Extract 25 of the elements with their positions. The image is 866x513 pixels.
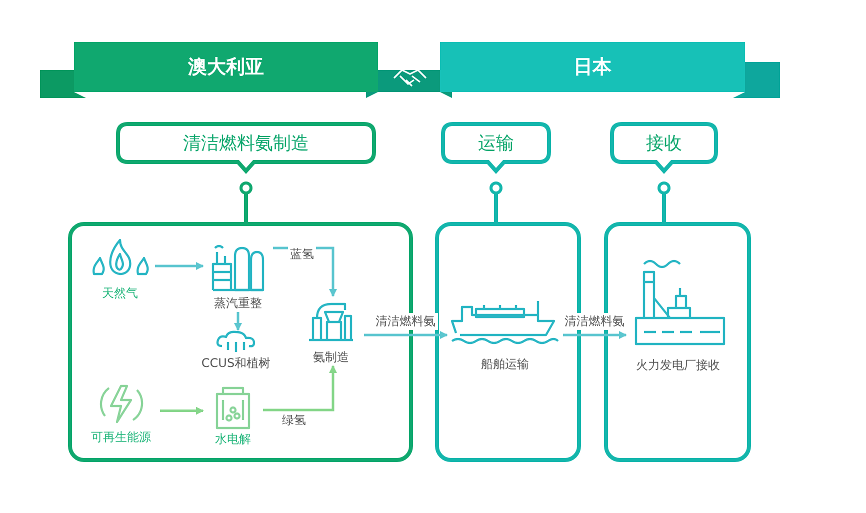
arrow <box>160 406 204 415</box>
stage-header: 清洁燃料氨制造 <box>116 122 376 172</box>
stage-header: 接收 <box>610 122 718 172</box>
arrow <box>234 312 242 331</box>
stage-panel <box>68 222 413 462</box>
step-label: 船舶运输 <box>480 356 530 373</box>
country-banner: 澳大利亚 <box>74 42 378 92</box>
step-label: 可再生能源 <box>90 429 152 446</box>
stage-header: 运输 <box>441 122 551 172</box>
edge-label: 清洁燃料氨 <box>374 313 438 330</box>
pin-connector <box>658 182 670 222</box>
step-label: 火力发电厂接收 <box>635 357 721 374</box>
edge-label: 清洁燃料氨 <box>562 313 626 330</box>
step-label: 水电解 <box>214 431 252 448</box>
country-banner: 日本 <box>440 42 745 92</box>
step-label: 氨制造 <box>312 349 350 366</box>
step-label: CCUS和植树 <box>200 355 272 372</box>
pin-connector <box>490 182 502 222</box>
arrow <box>563 331 627 339</box>
arrow <box>263 365 337 412</box>
arrow <box>155 262 204 270</box>
arrow <box>364 331 448 339</box>
step-label: 蒸汽重整 <box>213 295 263 312</box>
pin-connector <box>240 182 252 222</box>
step-label: 天然气 <box>101 285 139 302</box>
